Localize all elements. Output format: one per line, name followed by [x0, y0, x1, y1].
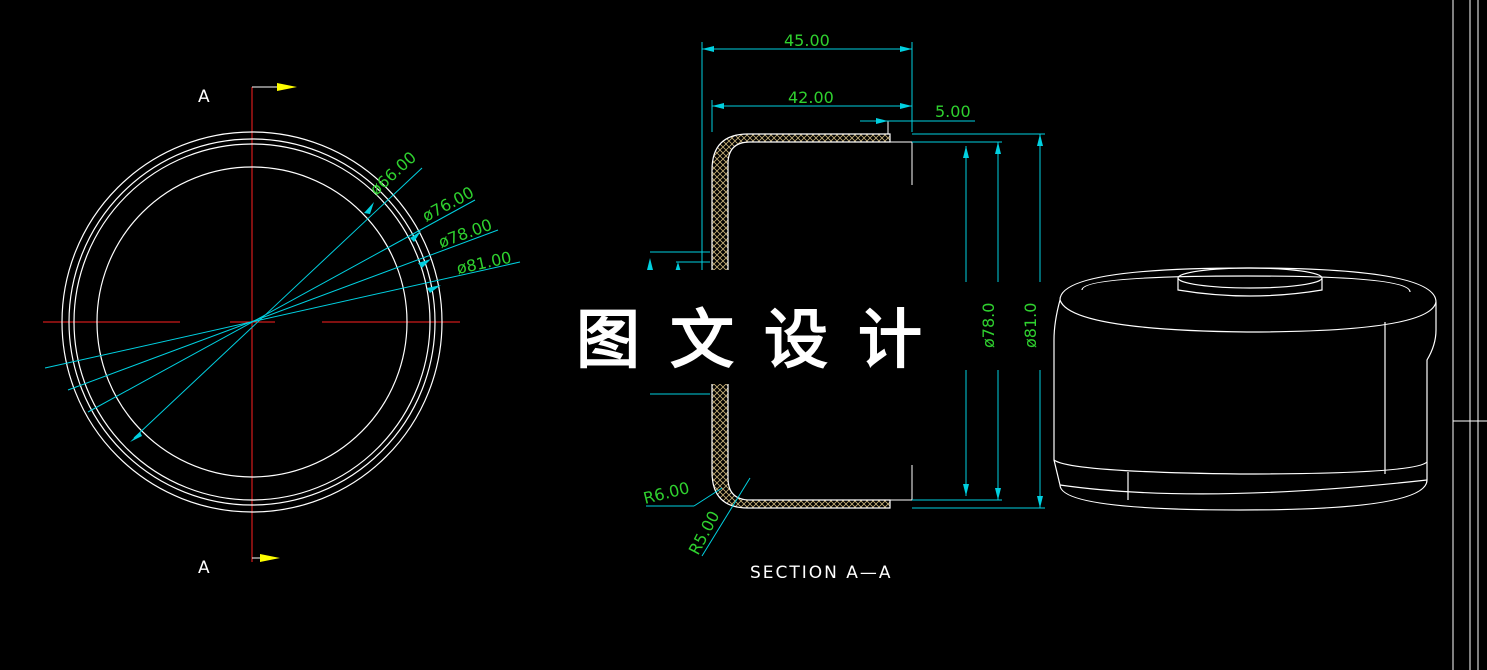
section-wall-hatch [711, 133, 891, 509]
section-arrow-bottom [260, 554, 280, 562]
iso-base-line [1059, 479, 1428, 495]
section-title: SECTION A—A [750, 563, 893, 583]
section-marker-top: A [198, 87, 212, 107]
dim-radius-r5: R5.00 [685, 508, 724, 558]
dim-d81-section: ø81.0 [1021, 303, 1040, 348]
vertical-dimension-arrows [963, 134, 1043, 508]
watermark-text: 图文设计 [576, 304, 952, 378]
iso-boss-top [1177, 267, 1323, 289]
length-dimension-arrows [647, 46, 912, 272]
dim-d78-section: ø78.0 [979, 303, 998, 348]
vertical-dimension-lines [912, 133, 1045, 509]
iso-top-rim [1059, 299, 1437, 333]
length-dimension-lines [650, 42, 975, 395]
iso-inner-rim [1081, 275, 1411, 293]
circle-d66 [96, 166, 408, 478]
dim-length-45: 45.00 [784, 31, 830, 50]
sheet-border [1452, 0, 1487, 670]
diameter-arrowheads [130, 202, 441, 442]
radius-leaders [646, 477, 751, 557]
section-cut-line [251, 83, 297, 562]
watermark-block: 图文设计 [540, 270, 952, 384]
dim-d66: ø66.00 [366, 148, 420, 199]
diameter-leaders [44, 167, 521, 439]
section-arrow-top [277, 83, 297, 91]
section-view: 45.00 42.00 5.00 ø78.0 ø81.0 [641, 31, 1045, 583]
dim-radius-r6: R6.00 [641, 478, 691, 508]
section-marker-bottom: A [198, 558, 212, 578]
circle-d76 [73, 143, 431, 501]
dim-length-42: 42.00 [788, 88, 834, 107]
dim-d81: ø81.00 [455, 248, 513, 278]
section-lip-lines [887, 121, 913, 501]
iso-boss-side [1177, 278, 1323, 297]
circle-d81 [61, 131, 443, 513]
isometric-view [1053, 267, 1437, 511]
dim-d78: ø78.00 [436, 215, 495, 252]
circle-d78 [68, 138, 436, 506]
iso-shoulder-line [1053, 459, 1428, 475]
front-view-circles [61, 131, 443, 513]
dim-lip-5: 5.00 [935, 102, 971, 121]
front-view: A A ø66.00 ø76.00 [43, 83, 521, 578]
